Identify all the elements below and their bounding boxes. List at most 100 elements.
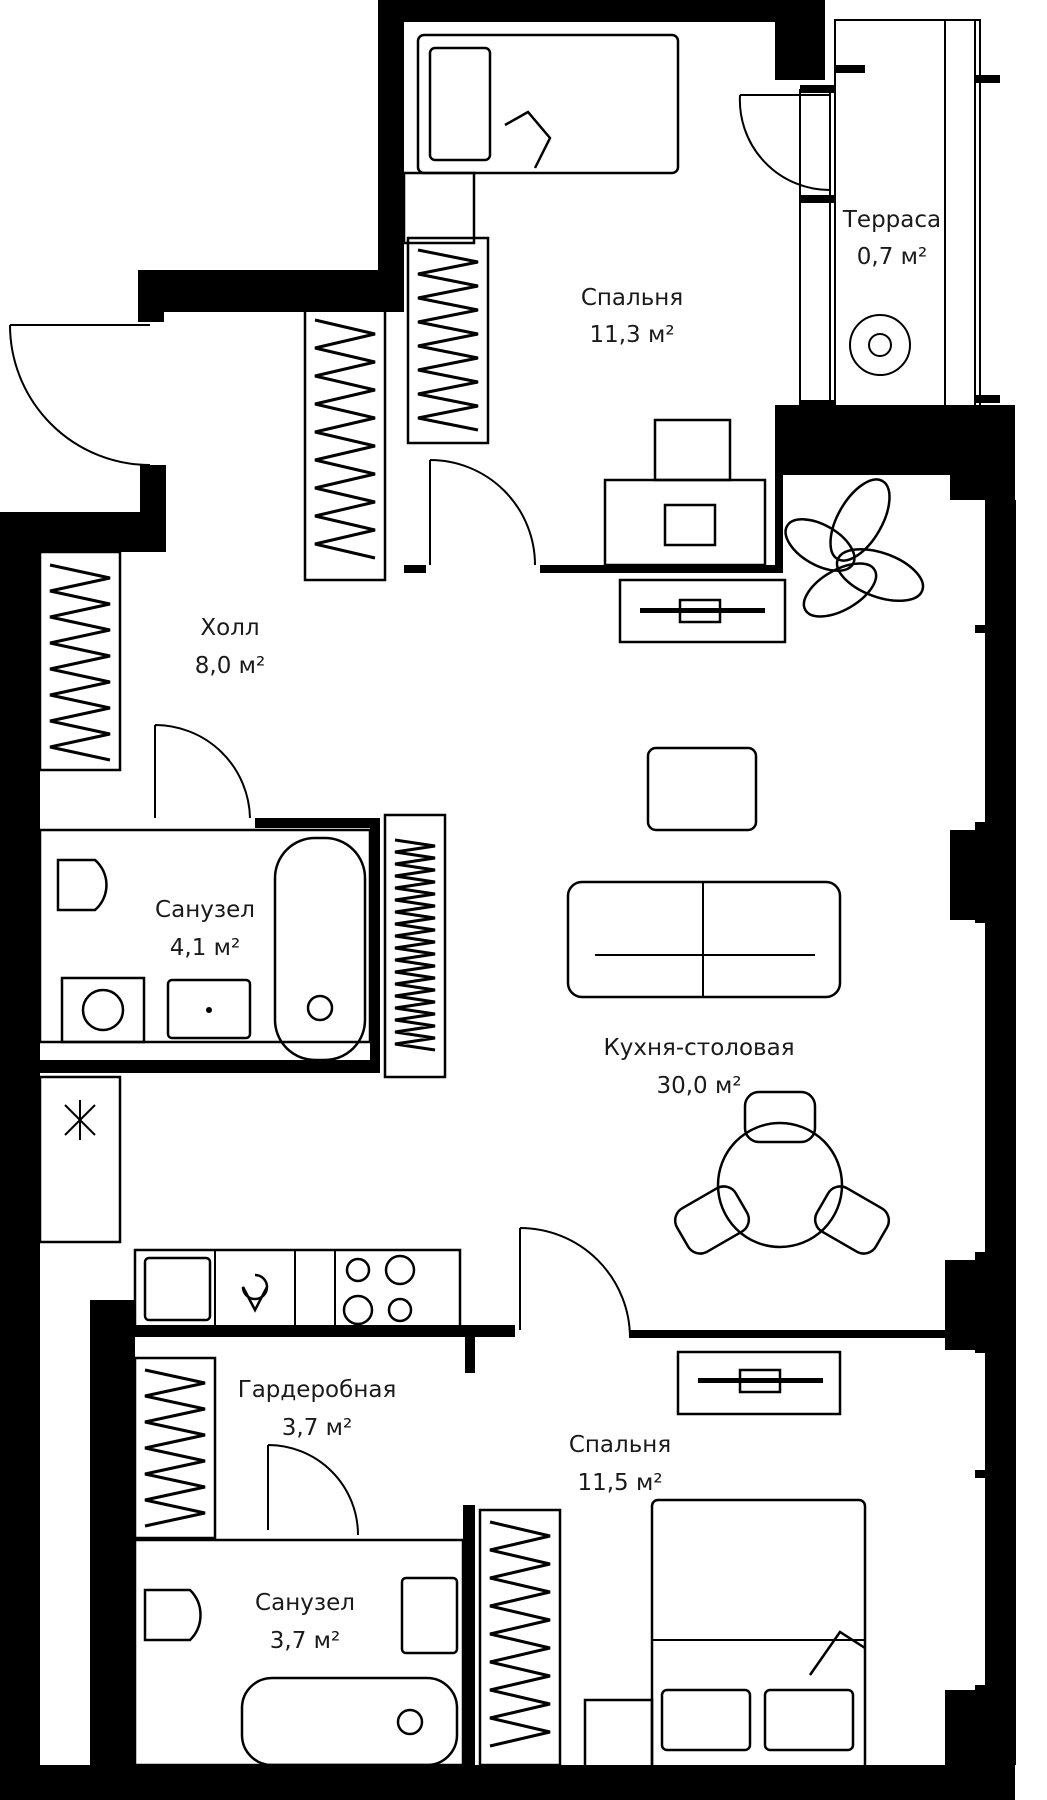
wall-segment <box>378 0 404 275</box>
window-mullion <box>975 1345 1015 1353</box>
wall-segment <box>370 818 380 1073</box>
window-mullion <box>975 1470 1015 1478</box>
window-mullion <box>800 85 835 93</box>
drop-icon <box>241 1273 269 1313</box>
stove-burner <box>345 1257 371 1283</box>
wardrobe-body <box>406 236 490 445</box>
sink-drain <box>206 1007 212 1013</box>
bed-sheet-fold <box>808 1630 866 1676</box>
fridge <box>38 1075 122 1244</box>
tv <box>698 1378 823 1383</box>
wall-segment <box>138 270 164 322</box>
terrace-door <box>738 94 831 192</box>
wall-segment <box>0 512 166 552</box>
bathtub <box>273 836 367 1062</box>
bedroom-top-furniture <box>402 33 787 644</box>
entrance-door <box>9 324 151 466</box>
wardrobe-hangers <box>489 1520 551 1748</box>
plant-leaf <box>835 547 925 603</box>
wardrobe-door <box>267 1444 359 1536</box>
terrace-structure <box>799 19 1000 411</box>
doors <box>9 94 831 1536</box>
snowflake-icon <box>64 1100 96 1140</box>
window-mullion <box>800 195 835 203</box>
bedroom-top-door <box>429 459 536 566</box>
desk <box>603 478 767 567</box>
room-name: Гардеробная <box>238 1377 397 1403</box>
bathtub-drain <box>396 1708 424 1736</box>
room-name: Терраса <box>842 207 941 233</box>
bathtub <box>240 1676 459 1767</box>
tv <box>640 608 765 613</box>
room-name: Спальня <box>569 1432 671 1458</box>
stove-burner <box>387 1297 413 1323</box>
washing-machine-drum <box>81 988 125 1032</box>
bathtub-drain <box>306 994 334 1022</box>
walls <box>0 0 1015 1800</box>
bed <box>416 33 680 175</box>
shoe-rack <box>383 813 447 1079</box>
room-name: Санузел <box>255 1590 355 1616</box>
wall-segment <box>463 1505 475 1800</box>
sink <box>400 1576 459 1655</box>
wall-segment <box>775 470 783 573</box>
wall-segment <box>775 0 825 80</box>
coffee-table <box>646 746 758 832</box>
sink <box>166 978 252 1040</box>
dining-chair <box>673 1185 751 1255</box>
wardrobe-hangers <box>144 1368 206 1528</box>
washing-machine <box>60 976 146 1044</box>
toilet <box>56 858 108 912</box>
pillow <box>763 1688 855 1752</box>
shoe-rack-lines <box>394 838 436 1052</box>
wardrobe-hangers <box>417 248 479 432</box>
room-area: 4,1 м² <box>170 935 240 961</box>
shoe-rack-body <box>383 813 447 1079</box>
pillow <box>428 46 492 162</box>
room-area: 11,5 м² <box>577 1470 662 1496</box>
window-mullion <box>975 1685 1015 1693</box>
wardrobe-body <box>133 1356 217 1540</box>
room-area: 3,7 м² <box>282 1415 352 1441</box>
wardrobe-body <box>478 1508 562 1767</box>
wall-segment <box>378 0 778 22</box>
room-area: 11,3 м² <box>589 322 674 348</box>
terrace-outline <box>834 19 981 411</box>
kitchen-sink <box>143 1256 212 1322</box>
bed-sheet-fold <box>504 110 552 169</box>
living-furniture <box>566 478 925 1255</box>
window-mullion <box>975 915 1015 923</box>
room-labels: Спальня 11,3 м² Терраса 0,7 м² Холл 8,0 … <box>155 207 941 1654</box>
bedroom-bottom-furniture <box>583 1350 867 1772</box>
chair <box>653 418 732 482</box>
wardrobe-cabinet <box>303 306 387 582</box>
stove-burner <box>384 1254 416 1286</box>
wall-segment <box>90 1300 135 1800</box>
window-mullion <box>975 822 1015 830</box>
bathroom-1-outline <box>38 828 372 1044</box>
tv-base <box>738 1368 782 1394</box>
right-windows <box>975 492 1016 1765</box>
wall-segment <box>950 830 990 920</box>
wardrobe-hangers <box>314 318 376 560</box>
dining-chair <box>813 1185 891 1255</box>
dining-table <box>716 1121 844 1249</box>
room-area: 0,7 м² <box>857 244 927 270</box>
nightstand <box>583 1698 654 1772</box>
bathroom-1-door <box>154 724 251 819</box>
room-name: Санузел <box>155 897 255 923</box>
room-name: Кухня-столовая <box>603 1035 794 1061</box>
wall-segment <box>540 565 780 573</box>
wardrobe-cabinet <box>406 236 490 445</box>
bedroom-bottom-door <box>519 1227 631 1339</box>
wall-segment <box>950 405 1015 500</box>
room-name: Спальня <box>581 285 683 311</box>
bathroom-1-fixtures <box>38 828 372 1062</box>
nightstand <box>402 171 476 245</box>
room-name: Холл <box>200 615 259 641</box>
terrace-rail <box>799 89 831 411</box>
plant-leaf <box>802 562 878 618</box>
window-mullion <box>835 65 865 73</box>
toilet <box>143 1588 202 1642</box>
